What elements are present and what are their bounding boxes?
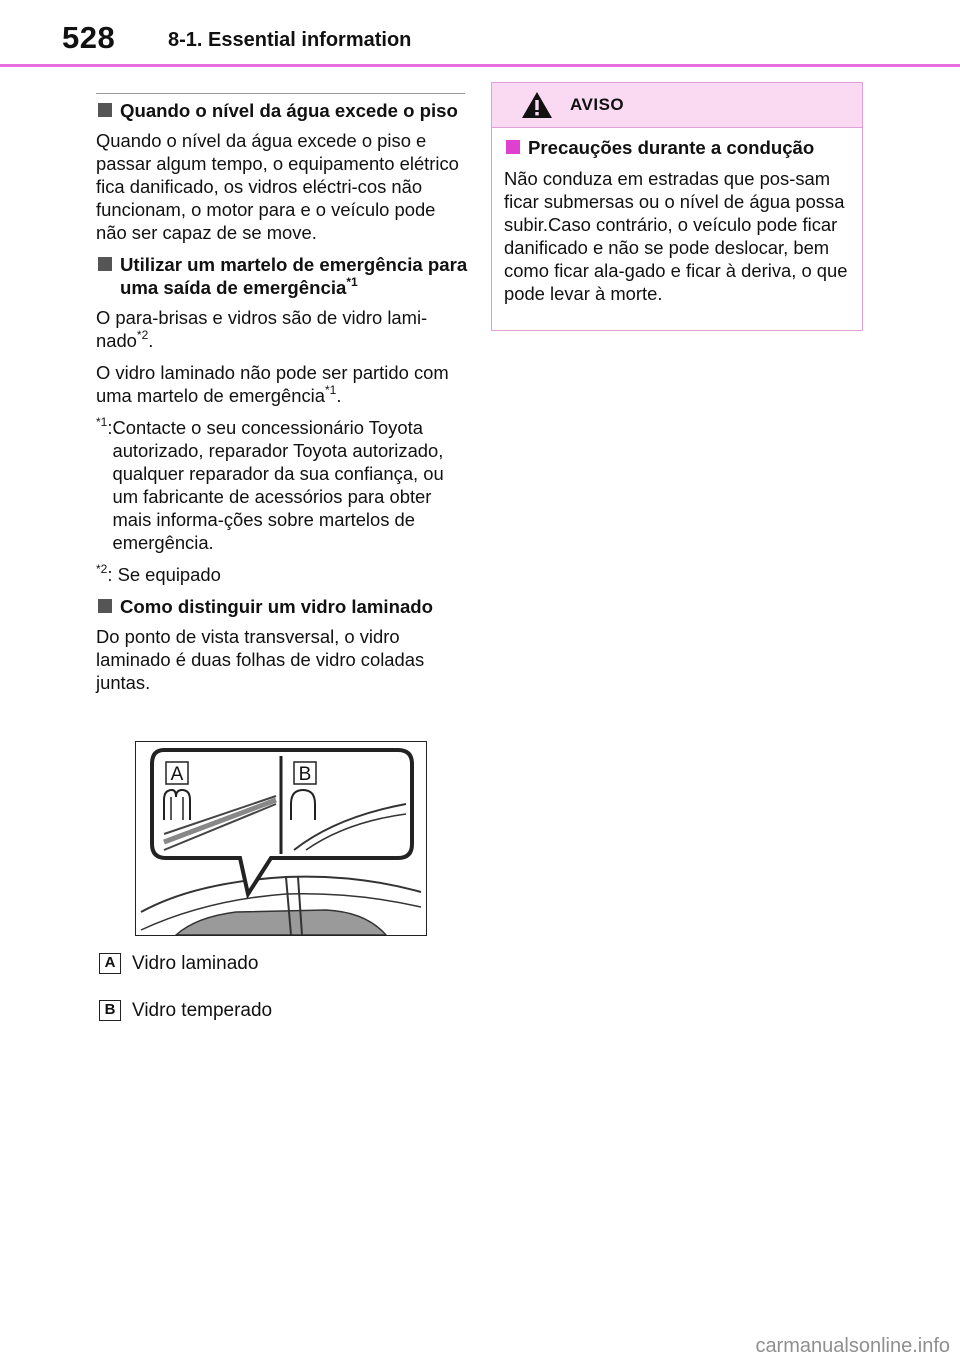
heading-water-level: Quando o nível da água excede o piso: [96, 99, 468, 122]
header-divider: [0, 64, 960, 67]
square-bullet-icon: [98, 103, 112, 117]
page-number: 528: [62, 20, 116, 55]
paragraph-cross-section: Do ponto de vista transversal, o vidro l…: [96, 626, 425, 693]
warning-heading: Precauções durante a condução: [504, 136, 852, 159]
legend-key-a: A: [99, 953, 121, 974]
glass-illustration: A B: [135, 741, 427, 936]
warning-body: Precauções durante a condução Não conduz…: [492, 128, 862, 305]
car-window-glass-illustration: A B: [140, 748, 422, 936]
square-bullet-icon: [506, 140, 520, 154]
footnote-marker: *1: [96, 415, 108, 429]
footnote-1-text: Contacte o seu concessionário Toyota aut…: [112, 417, 444, 553]
figure-label-b: B: [299, 764, 312, 785]
warning-heading-text: Precauções durante a condução: [528, 137, 815, 158]
heading-distinguish-glass-text: Como distinguir um vidro laminado: [120, 596, 434, 617]
square-bullet-icon: [98, 257, 112, 271]
column-divider: [96, 93, 465, 94]
paragraph-cannot-break: O vidro laminado não pode ser partido co…: [96, 362, 449, 406]
warning-text: Não conduza em estradas que pos-sam fica…: [504, 168, 848, 304]
footnote-ref: *2: [136, 328, 149, 342]
paragraph-laminated-glass: O para-brisas e vidros são de vidro lami…: [96, 307, 428, 351]
heading-water-level-text: Quando o nível da água excede o piso: [120, 100, 458, 121]
left-column: Quando o nível da água excede o piso Qua…: [96, 93, 468, 703]
legend-label-tempered: Vidro temperado: [132, 1000, 273, 1021]
figure-label-a: A: [171, 764, 184, 785]
footnote-marker: *2: [96, 562, 108, 576]
footnote-ref: *1: [346, 275, 358, 289]
page-header: 528 8-1. Essential information: [0, 0, 960, 67]
square-bullet-icon: [98, 599, 112, 613]
section-title: 8-1. Essential information: [168, 29, 412, 51]
footnote-ref: *1: [324, 383, 337, 397]
legend-label-laminated: Vidro laminado: [132, 953, 259, 974]
watermark: carmanualsonline.info: [755, 1335, 950, 1357]
warning-triangle-icon: [522, 92, 552, 118]
footnote-1: *1: Contacte o seu concessionário Toyota…: [96, 416, 468, 554]
paragraph-water-level: Quando o nível da água excede o piso e p…: [96, 130, 459, 243]
warning-title: AVISO: [570, 95, 625, 114]
warning-box: AVISO Precauções durante a condução Não …: [491, 82, 863, 331]
heading-emergency-hammer-text: Utilizar um martelo de emergência para u…: [120, 254, 468, 298]
warning-header: AVISO: [492, 83, 862, 128]
legend-key-b: B: [99, 1000, 121, 1021]
heading-distinguish-glass: Como distinguir um vidro laminado: [96, 595, 468, 618]
footnote-2: *2: Se equipado: [96, 562, 221, 585]
heading-emergency-hammer: Utilizar um martelo de emergência para u…: [96, 253, 468, 299]
